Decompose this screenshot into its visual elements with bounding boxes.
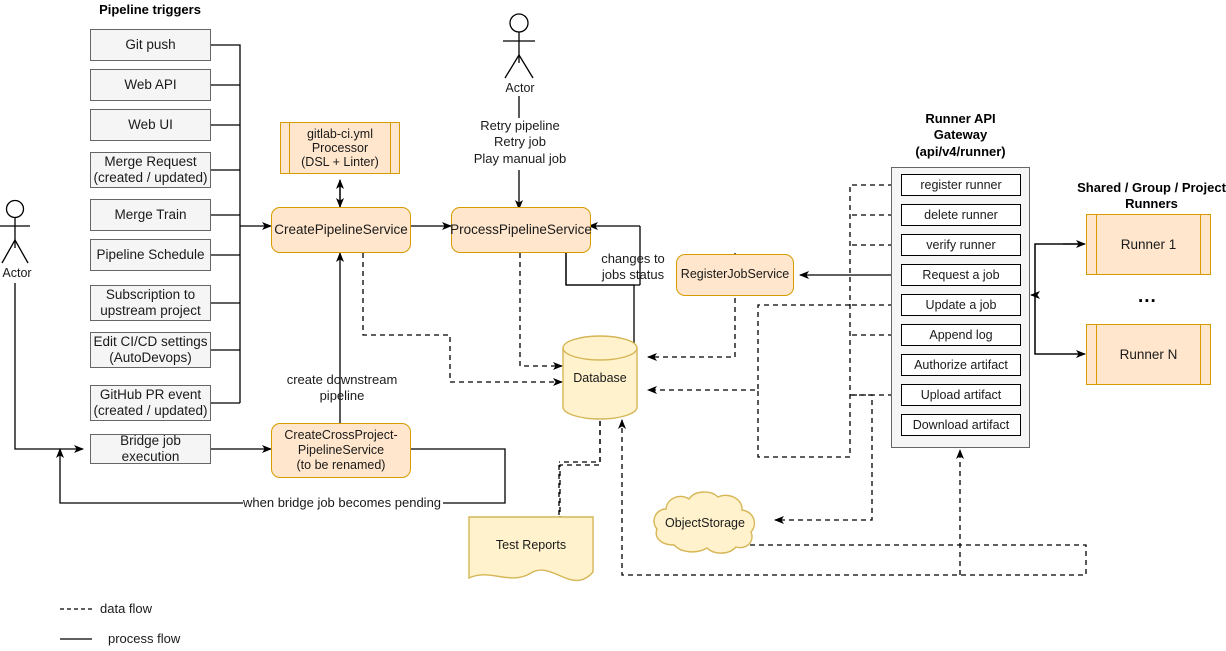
edge-label-bridge-pending: when bridge job becomes pending bbox=[243, 495, 443, 512]
test-reports-document[interactable]: Test Reports bbox=[468, 516, 594, 587]
document-shape bbox=[468, 516, 594, 582]
trigger-label: Web API bbox=[124, 76, 177, 92]
node-label: ObjectStorage bbox=[665, 515, 745, 530]
trigger-label: Merge Request (created / updated) bbox=[93, 153, 208, 185]
trigger-pipeline-schedule[interactable]: Pipeline Schedule bbox=[90, 239, 211, 271]
gitlab-ci-yml-processor[interactable]: gitlab-ci.yml Processor (DSL + Linter) bbox=[280, 122, 400, 174]
trigger-git-push[interactable]: Git push bbox=[90, 29, 211, 61]
api-label: register runner bbox=[920, 178, 1002, 192]
process-bar-right bbox=[1200, 324, 1201, 385]
runners-ellipsis: ... bbox=[1138, 286, 1157, 307]
api-delete-runner[interactable]: delete runner bbox=[901, 204, 1021, 226]
trigger-web-api[interactable]: Web API bbox=[90, 69, 211, 101]
process-bar-left bbox=[1096, 324, 1097, 385]
api-request-a-job[interactable]: Request a job bbox=[901, 264, 1021, 286]
api-label: Authorize artifact bbox=[914, 358, 1008, 372]
api-label: Download artifact bbox=[912, 418, 1010, 432]
actor-top-label: Actor bbox=[505, 81, 535, 95]
api-download-artifact[interactable]: Download artifact bbox=[901, 414, 1021, 436]
trigger-label: Git push bbox=[125, 36, 176, 52]
api-authorize-artifact[interactable]: Authorize artifact bbox=[901, 354, 1021, 376]
trigger-github-pr-event[interactable]: GitHub PR event (created / updated) bbox=[90, 385, 211, 421]
cloud-shape bbox=[653, 491, 756, 554]
trigger-label: Subscription to upstream project bbox=[100, 286, 201, 318]
trigger-label: Merge Train bbox=[114, 206, 187, 222]
api-label: Request a job bbox=[922, 268, 1000, 282]
node-label: Runner 1 bbox=[1120, 237, 1177, 252]
node-label: Runner N bbox=[1119, 347, 1178, 362]
database-cylinder[interactable]: Database bbox=[562, 335, 638, 420]
database-shape bbox=[562, 335, 638, 420]
api-label: Append log bbox=[929, 328, 993, 342]
api-label: Update a job bbox=[925, 298, 997, 312]
trigger-subscription-upstream[interactable]: Subscription to upstream project bbox=[90, 285, 211, 321]
process-bar-right bbox=[390, 122, 391, 174]
trigger-merge-train[interactable]: Merge Train bbox=[90, 199, 211, 231]
runners-title: Shared / Group / Project Runners bbox=[1077, 180, 1226, 212]
runner-1[interactable]: Runner 1 bbox=[1086, 214, 1211, 275]
process-bar-left bbox=[289, 122, 290, 174]
node-label: gitlab-ci.yml Processor (DSL + Linter) bbox=[301, 127, 379, 169]
node-label: Database bbox=[573, 370, 627, 385]
legend-process-flow-label: process flow bbox=[108, 631, 181, 646]
api-label: Upload artifact bbox=[920, 388, 1002, 402]
object-storage-cloud[interactable]: ObjectStorage bbox=[650, 490, 760, 555]
actor-top-figure bbox=[503, 13, 535, 79]
actor-left-figure bbox=[0, 199, 30, 264]
trigger-label: Pipeline Schedule bbox=[96, 246, 205, 262]
legend-data-flow-label: data flow bbox=[100, 601, 153, 616]
node-label: RegisterJobService bbox=[680, 267, 790, 282]
node-label: CreateCrossProject- PipelineService (to … bbox=[284, 427, 398, 473]
trigger-merge-request[interactable]: Merge Request (created / updated) bbox=[90, 152, 211, 188]
process-bar-left bbox=[1096, 214, 1097, 275]
api-upload-artifact[interactable]: Upload artifact bbox=[901, 384, 1021, 406]
runner-n[interactable]: Runner N bbox=[1086, 324, 1211, 385]
api-verify-runner[interactable]: verify runner bbox=[901, 234, 1021, 256]
trigger-bridge-job-execution[interactable]: Bridge job execution bbox=[90, 432, 211, 464]
pipeline-triggers-heading: Pipeline triggers bbox=[99, 2, 201, 17]
actor-left-label: Actor bbox=[2, 266, 32, 280]
edge-label-retry: Retry pipeline Retry job Play manual job bbox=[473, 118, 567, 166]
api-label: delete runner bbox=[924, 208, 998, 222]
runner-api-gateway-title: Runner API Gateway (api/v4/runner) bbox=[915, 111, 1006, 159]
api-append-log[interactable]: Append log bbox=[901, 324, 1021, 346]
trigger-label: Web UI bbox=[128, 116, 173, 132]
node-label: CreatePipelineService bbox=[274, 221, 408, 237]
register-job-service[interactable]: RegisterJobService bbox=[676, 254, 794, 296]
trigger-label: Bridge job execution bbox=[120, 432, 181, 464]
create-pipeline-service[interactable]: CreatePipelineService bbox=[271, 207, 411, 253]
trigger-edit-cicd-settings[interactable]: Edit CI/CD settings (AutoDevops) bbox=[90, 332, 211, 368]
trigger-label: GitHub PR event (created / updated) bbox=[93, 386, 208, 418]
api-label: verify runner bbox=[926, 238, 996, 252]
trigger-label: Edit CI/CD settings (AutoDevops) bbox=[93, 333, 208, 365]
create-cross-project-pipeline-service[interactable]: CreateCrossProject- PipelineService (to … bbox=[271, 423, 411, 478]
edge-label-create-downstream-pipeline: create downstream pipeline bbox=[286, 372, 398, 404]
trigger-web-ui[interactable]: Web UI bbox=[90, 109, 211, 141]
api-update-a-job[interactable]: Update a job bbox=[901, 294, 1021, 316]
node-label: Test Reports bbox=[495, 538, 567, 552]
process-pipeline-service[interactable]: ProcessPipelineService bbox=[450, 207, 592, 253]
process-bar-right bbox=[1200, 214, 1201, 275]
node-label: ProcessPipelineService bbox=[450, 221, 592, 237]
api-register-runner[interactable]: register runner bbox=[901, 174, 1021, 196]
edge-label-changes-to-jobs-status: changes to jobs status bbox=[601, 251, 665, 283]
